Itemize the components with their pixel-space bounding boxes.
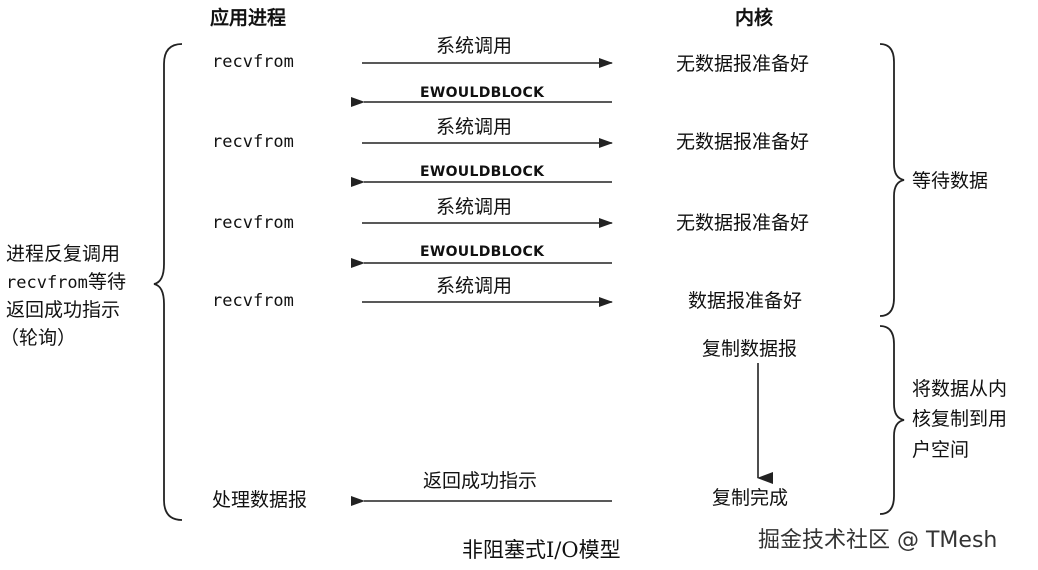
left-note-line-4: （轮询） — [0, 327, 76, 349]
left-polling-brace — [153, 43, 183, 521]
kernel-status-4: 数据报准备好 — [688, 290, 802, 312]
return-success-label: 返回成功指示 — [423, 470, 537, 492]
ewouldblock-label-2: EWOULDBLOCK — [420, 164, 545, 180]
process-datagram-label: 处理数据报 — [212, 489, 307, 511]
ewouldblock-label-3: EWOULDBLOCK — [420, 244, 545, 260]
left-note-line-1: 进程反复调用 — [6, 243, 120, 265]
recvfrom-call-1: recvfrom — [212, 52, 294, 72]
syscall-label-1: 系统调用 — [436, 35, 512, 57]
app-process-header: 应用进程 — [210, 6, 286, 29]
left-note-line-2-rest: 等待 — [88, 271, 126, 293]
left-note-line-3: 返回成功指示 — [6, 299, 120, 321]
copy-datagram-label: 复制数据报 — [702, 338, 797, 360]
kernel-status-1: 无数据报准备好 — [676, 53, 809, 75]
syscall-label-3: 系统调用 — [436, 196, 512, 218]
kernel-status-2: 无数据报准备好 — [676, 131, 809, 153]
recvfrom-call-3: recvfrom — [212, 213, 294, 233]
watermark-text: 掘金技术社区 @ TMesh — [758, 528, 997, 553]
diagram-caption: 非阻塞式I/O模型 — [462, 538, 621, 562]
kernel-status-3: 无数据报准备好 — [676, 212, 809, 234]
right-copy-brace — [879, 325, 905, 515]
copy-done-label: 复制完成 — [712, 487, 788, 509]
left-note-line-2-mono: recvfrom — [6, 273, 88, 293]
recvfrom-call-4: recvfrom — [212, 291, 294, 311]
right-wait-brace — [879, 43, 905, 317]
copy-note-line-1: 将数据从内 — [912, 378, 1007, 400]
wait-data-note: 等待数据 — [912, 170, 988, 192]
recvfrom-call-2: recvfrom — [212, 132, 294, 152]
syscall-label-4: 系统调用 — [436, 275, 512, 297]
syscall-label-2: 系统调用 — [436, 116, 512, 138]
copy-note-line-3: 户空间 — [912, 439, 969, 461]
kernel-header: 内核 — [735, 6, 773, 29]
ewouldblock-label-1: EWOULDBLOCK — [420, 85, 545, 101]
copy-note-line-2: 核复制到用 — [912, 408, 1007, 430]
